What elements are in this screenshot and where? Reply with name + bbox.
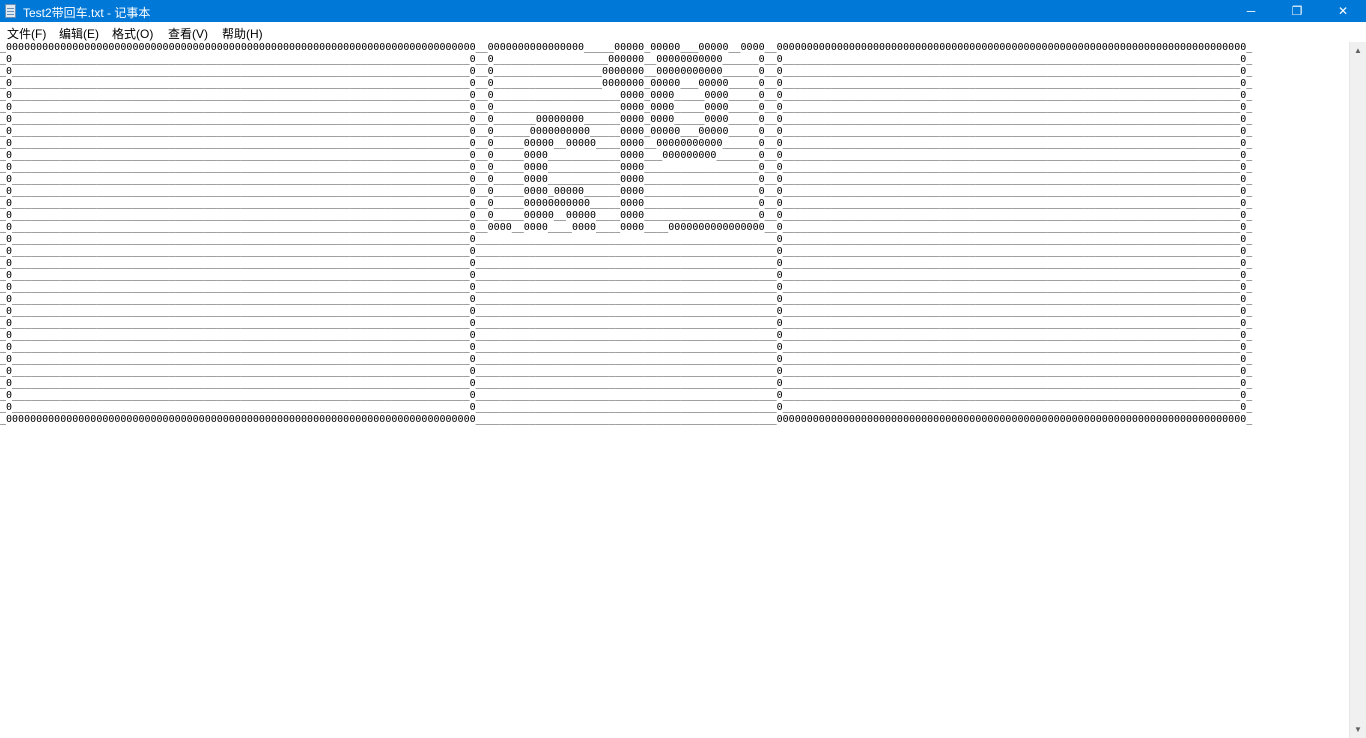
text-line: _0______________________________________…	[0, 342, 1253, 353]
menu-format[interactable]: 格式(O)	[112, 27, 154, 41]
text-line: _0______________________________________…	[0, 306, 1253, 317]
text-line: _0______________________________________…	[0, 174, 1253, 185]
menu-edit[interactable]: 编辑(E)	[59, 27, 99, 41]
title-bar: Test2带回车.txt - 记事本 ─ ❐ ✕	[0, 0, 1366, 22]
text-line: _0______________________________________…	[0, 66, 1253, 77]
minimize-button[interactable]: ─	[1246, 4, 1256, 18]
close-button[interactable]: ✕	[1337, 4, 1349, 18]
text-line: _0______________________________________…	[0, 78, 1253, 89]
text-line: _0______________________________________…	[0, 186, 1253, 197]
text-line: _0______________________________________…	[0, 234, 1253, 245]
text-line: _0______________________________________…	[0, 150, 1253, 161]
text-editor-area[interactable]: _000000000000000000000000000000000000000…	[0, 42, 1350, 738]
text-line: _0______________________________________…	[0, 378, 1253, 389]
text-line: _0______________________________________…	[0, 222, 1253, 233]
window-title: Test2带回车.txt - 记事本	[23, 6, 151, 20]
text-line: _0______________________________________…	[0, 102, 1253, 113]
notepad-icon	[5, 4, 16, 18]
text-line: _0______________________________________…	[0, 366, 1253, 377]
text-line: _0______________________________________…	[0, 198, 1253, 209]
text-line: _0______________________________________…	[0, 258, 1253, 269]
text-line: _0______________________________________…	[0, 54, 1253, 65]
text-line: _0______________________________________…	[0, 138, 1253, 149]
text-line: _0______________________________________…	[0, 282, 1253, 293]
text-line: _0______________________________________…	[0, 246, 1253, 257]
menu-view[interactable]: 查看(V)	[168, 27, 208, 41]
vertical-scrollbar[interactable]: ▲ ▼	[1349, 42, 1366, 738]
scroll-up-arrow-icon[interactable]: ▲	[1354, 46, 1362, 55]
text-line: _000000000000000000000000000000000000000…	[0, 42, 1253, 53]
text-line: _0______________________________________…	[0, 318, 1253, 329]
scroll-down-arrow-icon[interactable]: ▼	[1354, 725, 1362, 734]
menu-bar: 文件(F) 编辑(E) 格式(O) 查看(V) 帮助(H)	[0, 22, 1366, 42]
text-line: _0______________________________________…	[0, 390, 1253, 401]
text-line: _000000000000000000000000000000000000000…	[0, 414, 1253, 425]
menu-help[interactable]: 帮助(H)	[222, 27, 263, 41]
text-line: _0______________________________________…	[0, 210, 1253, 221]
text-line: _0______________________________________…	[0, 90, 1253, 101]
menu-file[interactable]: 文件(F)	[7, 27, 47, 41]
text-line: _0______________________________________…	[0, 270, 1253, 281]
text-line: _0______________________________________…	[0, 294, 1253, 305]
text-line: _0______________________________________…	[0, 162, 1253, 173]
maximize-button[interactable]: ❐	[1291, 4, 1303, 18]
text-line: _0______________________________________…	[0, 402, 1253, 413]
text-line: _0______________________________________…	[0, 126, 1253, 137]
text-line: _0______________________________________…	[0, 354, 1253, 365]
text-line: _0______________________________________…	[0, 114, 1253, 125]
text-line: _0______________________________________…	[0, 330, 1253, 341]
